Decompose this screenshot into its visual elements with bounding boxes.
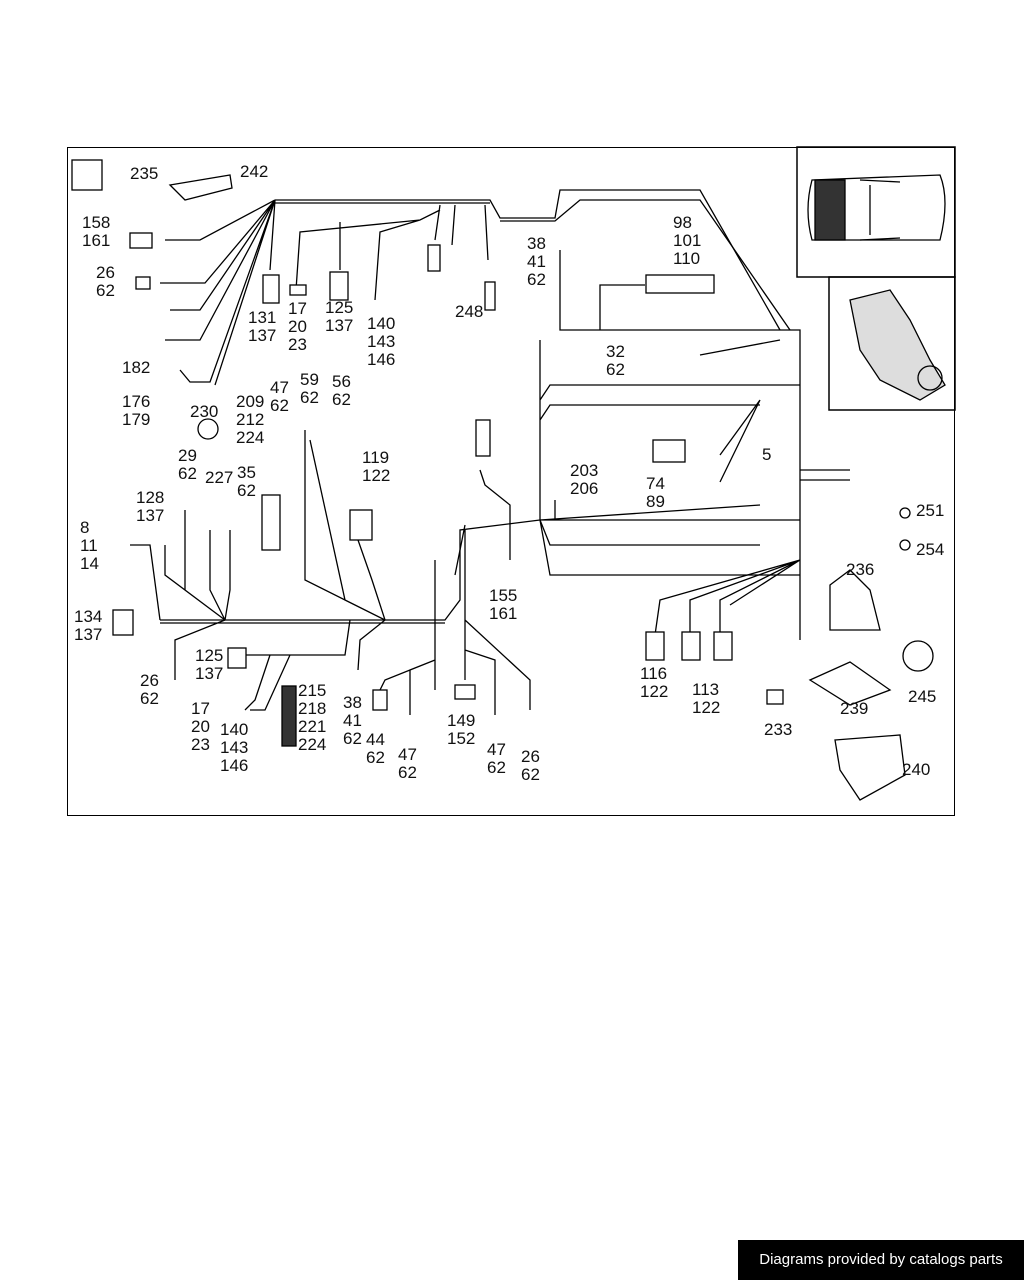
part-label-230: 230 xyxy=(190,402,219,421)
part-label-149-152: 149 152 xyxy=(447,711,476,748)
part-label-119-122: 119 122 xyxy=(362,448,391,485)
part-label-59-62: 59 62 xyxy=(300,370,319,407)
part-label-125-137-b: 125 137 xyxy=(195,646,224,683)
part-label-235: 235 xyxy=(130,164,159,183)
part-label-47-62-b: 47 62 xyxy=(398,745,417,782)
part-label-227: 227 xyxy=(205,468,234,487)
part-label-140-143-146-b: 140 143 146 xyxy=(220,720,249,775)
part-label-176-179: 176 179 xyxy=(122,392,151,429)
part-label-32-62: 32 62 xyxy=(606,342,625,379)
part-label-248: 248 xyxy=(455,302,484,321)
part-label-35-62: 35 62 xyxy=(237,463,256,500)
part-label-5: 5 xyxy=(762,445,772,464)
part-label-26-62: 26 62 xyxy=(96,263,115,300)
diagram-frame xyxy=(67,147,955,816)
part-label-134-137: 134 137 xyxy=(74,607,103,644)
part-label-26-62-c: 26 62 xyxy=(521,747,540,784)
part-label-240: 240 xyxy=(902,760,931,779)
part-label-17-20-23: 17 20 23 xyxy=(288,299,307,354)
harness-lines xyxy=(130,189,850,715)
part-label-8-11-14: 8 11 14 xyxy=(80,518,99,573)
part-label-182: 182 xyxy=(122,358,151,377)
part-label-251: 251 xyxy=(916,501,945,520)
part-label-140-143-146: 140 143 146 xyxy=(367,314,396,369)
part-label-254: 254 xyxy=(916,540,945,559)
transmission-inset xyxy=(828,276,956,411)
part-label-38-41-62: 38 41 62 xyxy=(527,234,546,289)
part-label-44-62: 44 62 xyxy=(366,730,385,767)
part-label-239: 239 xyxy=(840,699,869,718)
part-label-38-41-62-b: 38 41 62 xyxy=(343,693,362,748)
vehicle-inset xyxy=(796,146,956,278)
part-label-203-206: 203 206 xyxy=(570,461,599,498)
part-label-125-137: 125 137 xyxy=(325,298,354,335)
part-label-74-89: 74 89 xyxy=(646,474,665,511)
part-label-47-62-c: 47 62 xyxy=(487,740,506,777)
part-label-17-20-23-b: 17 20 23 xyxy=(191,699,210,754)
part-label-215-218-221-224: 215 218 221 224 xyxy=(298,681,327,754)
part-label-155-161: 155 161 xyxy=(489,586,518,623)
part-label-98-101-110: 98 101 110 xyxy=(673,213,702,268)
part-label-242: 242 xyxy=(240,162,269,181)
part-label-209-212-224: 209 212 224 xyxy=(236,392,265,447)
part-label-56-62: 56 62 xyxy=(332,372,351,409)
part-label-245: 245 xyxy=(908,687,937,706)
part-label-47-62: 47 62 xyxy=(270,378,289,415)
part-label-158-161: 158 161 xyxy=(82,213,111,250)
part-label-29-62: 29 62 xyxy=(178,446,197,483)
part-label-113-122: 113 122 xyxy=(692,680,721,717)
part-label-26-62-b: 26 62 xyxy=(140,671,159,708)
connectors xyxy=(71,159,934,801)
part-label-116-122: 116 122 xyxy=(640,664,669,701)
part-label-233: 233 xyxy=(764,720,793,739)
part-label-128-137: 128 137 xyxy=(136,488,165,525)
part-label-236: 236 xyxy=(846,560,875,579)
footer-credit: Diagrams provided by catalogs parts xyxy=(738,1240,1024,1280)
part-label-131-137: 131 137 xyxy=(248,308,277,345)
